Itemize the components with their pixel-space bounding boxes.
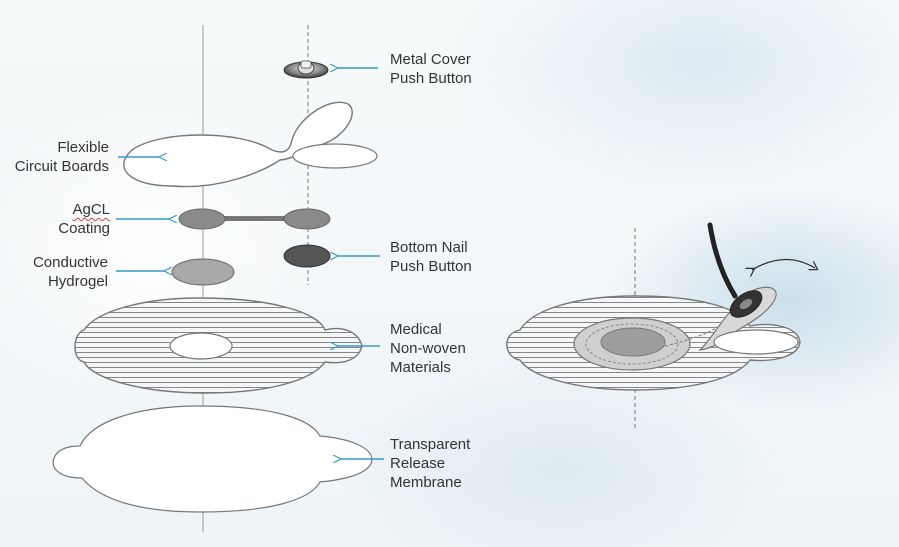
conductive-hydrogel (171, 258, 235, 286)
label-metal-cover: Metal Cover Push Button (390, 51, 472, 87)
rotation-arrow (752, 258, 815, 270)
label-release-membrane: Transparent Release Membrane (390, 436, 471, 491)
label-agcl: AgCL Coating (58, 201, 110, 237)
assembled-electrode (506, 222, 815, 428)
release-membrane (52, 405, 373, 513)
label-hydrogel: Conductive Hydrogel (32, 254, 108, 290)
non-woven-layer (74, 297, 363, 394)
label-bottom-nail: Bottom Nail Push Button (390, 239, 472, 275)
label-flexible-circuit: Flexible Circuit Boards (14, 139, 109, 175)
bottom-nail-push-button (283, 244, 331, 268)
label-non-woven: Medical Non-woven Materials (390, 321, 466, 376)
agcl-coating (178, 208, 331, 230)
flexible-circuit-board (123, 101, 378, 188)
metal-cover-push-button (283, 60, 329, 79)
